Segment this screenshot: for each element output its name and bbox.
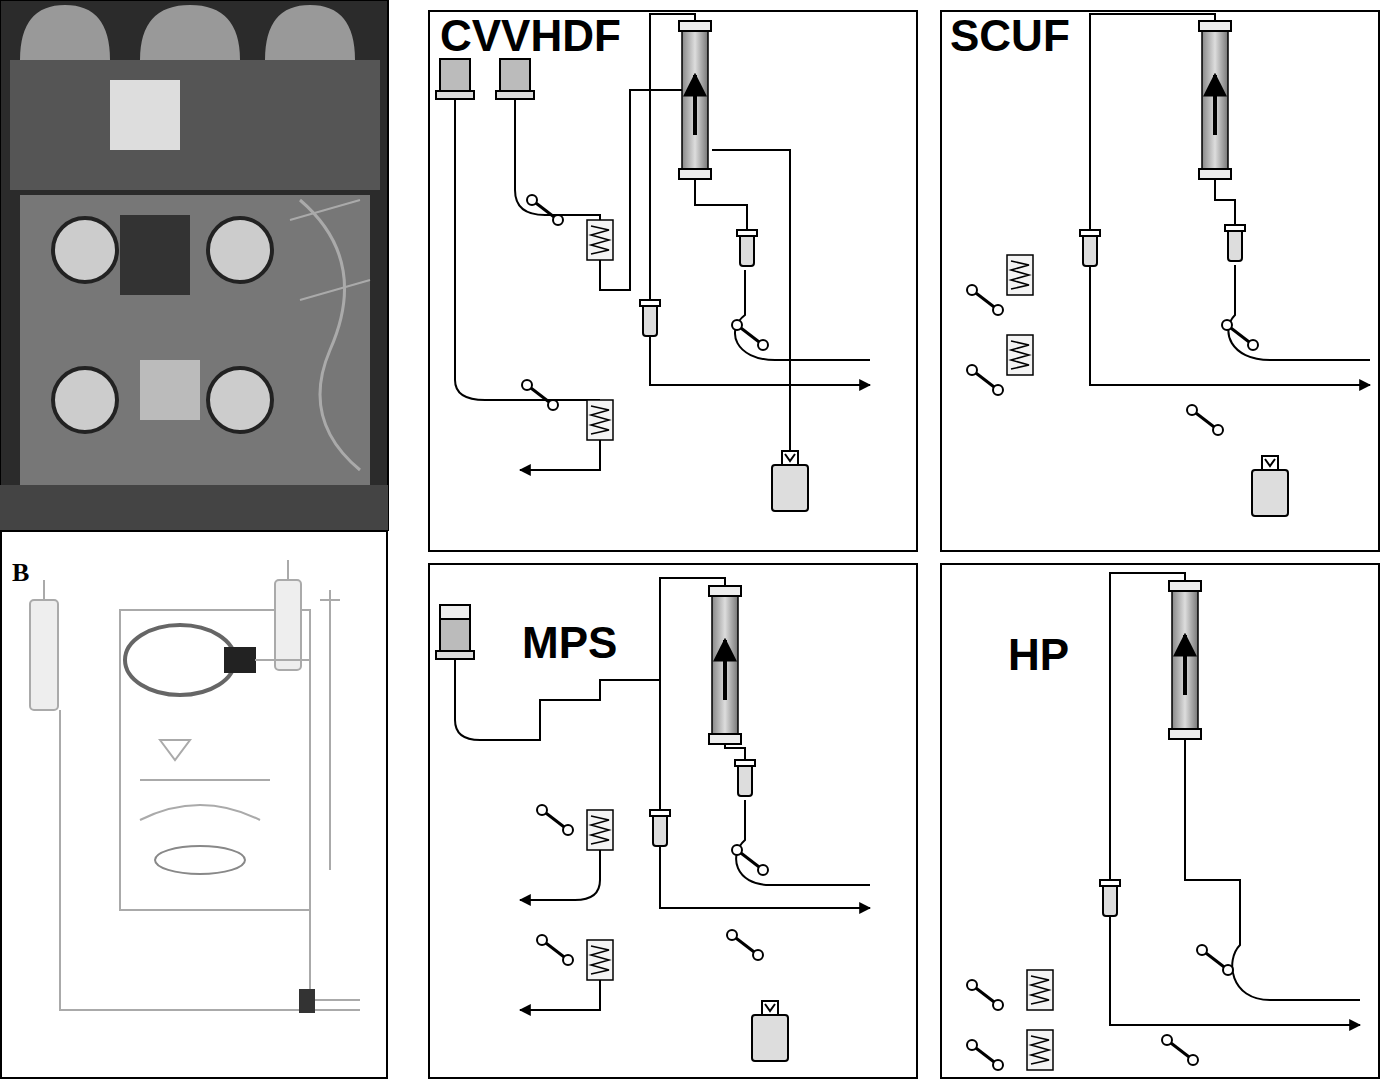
mps-circuit bbox=[436, 578, 870, 1061]
panel-heading: HP bbox=[1006, 633, 1071, 677]
panel-heading: B bbox=[10, 560, 31, 586]
panel-heading: SCUF bbox=[948, 14, 1072, 58]
panel-heading: CVVHDF bbox=[438, 14, 623, 58]
machine-photo bbox=[0, 0, 388, 530]
panel-frame: MPS bbox=[428, 563, 918, 1079]
scuf-circuit bbox=[967, 14, 1370, 516]
panel-frame: CVVHDF bbox=[428, 10, 918, 552]
cvvhdf-circuit bbox=[436, 14, 870, 511]
panel-frame: B bbox=[0, 530, 388, 1079]
cartridge-drawing bbox=[30, 560, 360, 1012]
panel-frame: SCUF bbox=[940, 10, 1380, 552]
hp-circuit bbox=[967, 573, 1360, 1070]
panel-heading: MPS bbox=[520, 621, 619, 665]
panel-frame: HP bbox=[940, 563, 1380, 1079]
